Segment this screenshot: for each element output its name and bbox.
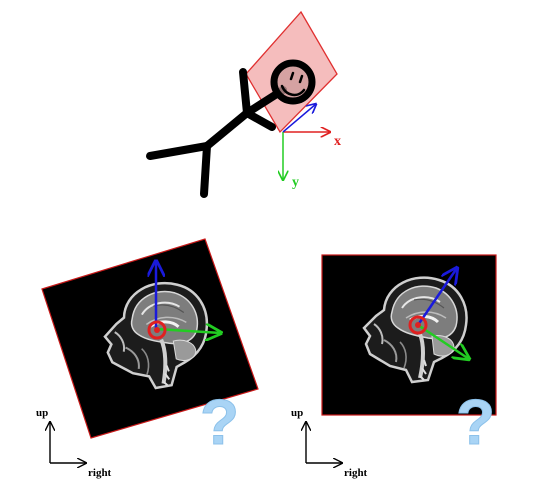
right-right-vector <box>417 323 469 359</box>
right-up-label: up <box>291 407 303 419</box>
right-question-mark: ? <box>456 386 495 458</box>
left-target-center <box>154 327 160 333</box>
left-right-vector <box>155 329 221 333</box>
right-panel: ? up right <box>291 254 497 479</box>
right-target-marker <box>408 315 428 335</box>
stick-figure-diagram: x y <box>146 10 341 198</box>
left-panel: ? up right <box>36 238 259 479</box>
left-right-label: right <box>88 467 112 479</box>
z-axis-arrow <box>282 104 316 133</box>
left-target-marker <box>147 320 167 340</box>
right-target-center <box>415 322 421 328</box>
left-up-label: up <box>36 407 48 419</box>
right-right-label: right <box>344 467 368 479</box>
y-axis-label: y <box>292 175 299 190</box>
left-question-mark: ? <box>200 386 239 458</box>
x-axis-label: x <box>334 134 341 149</box>
stick-face <box>280 71 306 97</box>
right-up-vector <box>416 268 457 326</box>
